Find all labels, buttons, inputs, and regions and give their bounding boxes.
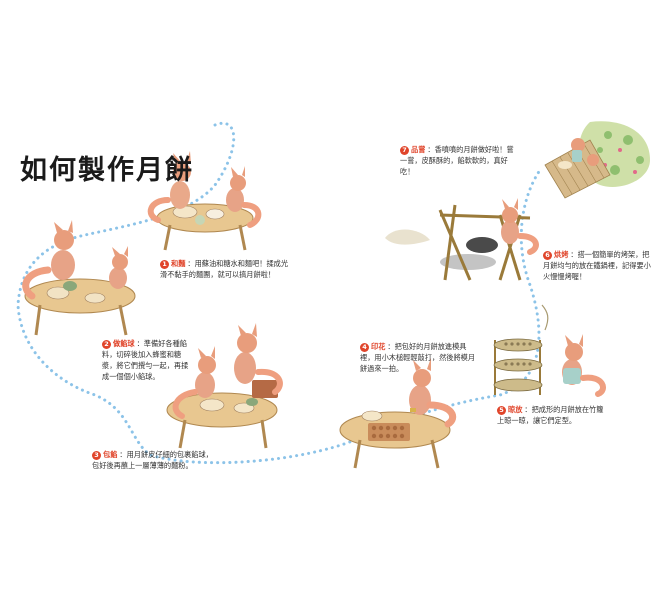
page-title: 如何製作月餅 (20, 155, 194, 186)
scene-baking (385, 198, 539, 281)
scene-wrapping (166, 323, 283, 449)
step-1-number: 1 (160, 260, 169, 269)
scene-kneading (147, 151, 262, 251)
scene-filling (22, 220, 136, 336)
step-2-text: ：準備好各種餡料，切碎後加入蜂蜜和糖漿，將它們攪勻一起，再揉成一個個小餡球。 (102, 339, 189, 381)
scene-eating (544, 121, 650, 199)
step-5-number: 5 (497, 406, 506, 415)
step-6-text: ：搭一個簡單的烤架，把月餅均勻的放在鐵鍋裡，記得要小火慢慢烤喔！ (543, 250, 651, 281)
step-2-name: 做餡球 (113, 339, 135, 348)
step-5-text: ：把成形的月餅放在竹籮上晾一晾，讓它們定型。 (497, 405, 604, 425)
scene-stamping (339, 358, 456, 469)
step-1-text: ：用蘇油和糖水和麵吧！揉成光滑不黏手的麵團，就可以搞月餅啦！ (160, 259, 289, 279)
step-6-number: 6 (543, 251, 552, 260)
step-3-name: 包餡 (103, 450, 118, 459)
step-7-text: ：香噴噴的月餅做好啦！嘗一嘗，皮酥酥的，餡軟軟的，真好吃！ (400, 145, 514, 176)
step-6-name: 烘烤 (554, 250, 569, 259)
step-5-name: 晾放 (508, 405, 523, 414)
step-4-text: ：把包好的月餅放進模具裡，用小木槌輕輕敲打，然後將模月餅過來一拍。 (360, 342, 476, 373)
dotted-path (16, 121, 542, 465)
step-4-number: 4 (360, 343, 369, 352)
step-1-name: 和麵 (171, 259, 186, 268)
step-7-number: 7 (400, 146, 409, 155)
scene-drying (493, 304, 606, 397)
step-3-text: ：用月餅皮仔細的包裹餡球，包好後再蘸上一層薄薄的麵粉。 (92, 450, 213, 470)
step-4-name: 印花 (371, 342, 386, 351)
step-7-name: 品嘗 (411, 145, 426, 154)
step-2-number: 2 (102, 340, 111, 349)
step-3-number: 3 (92, 451, 101, 460)
